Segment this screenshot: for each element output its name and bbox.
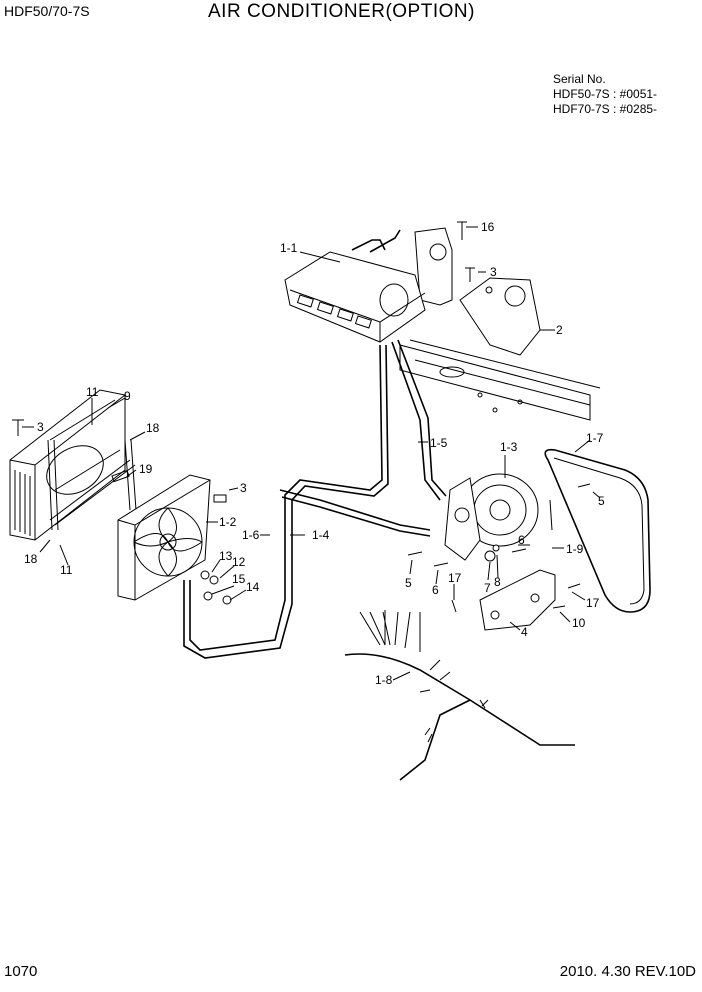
- callout-16: 16: [481, 220, 495, 234]
- bracket-2: [414, 227, 541, 356]
- callout-1-9: 1-9: [566, 542, 584, 556]
- callout-3: 3: [240, 481, 247, 495]
- callout-17: 17: [586, 596, 600, 610]
- callout-1-1: 1-1: [280, 241, 298, 255]
- callout-18: 18: [24, 552, 38, 566]
- serial-line: HDF70-7S : #0285-: [553, 102, 658, 116]
- callout-18: 18: [146, 421, 160, 435]
- callout-1-2: 1-2: [219, 515, 237, 529]
- serial-heading: Serial No.: [553, 72, 606, 86]
- serial-info: Serial No. HDF50-7S : #0051- HDF70-7S : …: [553, 72, 657, 117]
- callout-1-5: 1-5: [430, 436, 448, 450]
- page-number: 1070: [4, 963, 38, 980]
- callout-2: 2: [556, 323, 563, 337]
- fittings: [200, 494, 232, 605]
- callout-3: 3: [490, 265, 497, 279]
- condenser-fan: [117, 474, 211, 601]
- callout-3: 3: [37, 420, 44, 434]
- page-title: AIR CONDITIONER(OPTION): [208, 1, 475, 22]
- callout-6: 6: [432, 583, 439, 597]
- callout-11: 11: [60, 563, 73, 577]
- callout-14: 14: [246, 580, 260, 594]
- callout-6: 6: [518, 533, 525, 547]
- seal-strips: [47, 439, 137, 531]
- bolts: [12, 221, 591, 613]
- callout-1-7: 1-7: [586, 431, 604, 445]
- serial-line: HDF50-7S : #0051-: [553, 87, 658, 101]
- callout-11: 11: [86, 385, 99, 399]
- hose-lines: [183, 339, 447, 659]
- frame-plate: [399, 339, 601, 421]
- callout-4: 4: [521, 625, 528, 639]
- bracket-4: [479, 569, 556, 631]
- callout-1-3: 1-3: [500, 440, 518, 454]
- callout-10: 10: [572, 616, 586, 630]
- compressor: [444, 473, 539, 561]
- drive-belt: [544, 448, 651, 613]
- callout-1-8: 1-8: [375, 673, 393, 687]
- callout-9: 9: [124, 389, 131, 403]
- callout-13: 13: [219, 549, 233, 563]
- callout-5: 5: [598, 494, 605, 508]
- callout-5: 5: [405, 576, 412, 590]
- evaporator-unit: [284, 229, 426, 343]
- condenser-core: [9, 389, 126, 541]
- revision-date: 2010. 4.30 REV.10D: [559, 963, 696, 980]
- callout-7: 7: [484, 581, 491, 595]
- leader-lines: [22, 226, 601, 681]
- callout-17: 17: [448, 571, 462, 585]
- model-label: HDF50/70-7S: [4, 3, 90, 19]
- callout-12: 12: [232, 555, 246, 569]
- callout-15: 15: [232, 572, 246, 586]
- callout-1-4: 1-4: [312, 528, 330, 542]
- callout-1-6: 1-6: [242, 528, 260, 542]
- callout-19: 19: [139, 462, 153, 476]
- wire-harness: [344, 610, 575, 781]
- callout-labels: 1-1 16 3 2 11 9 3 18 19 3 1-2 1-5 1-3 1-…: [24, 220, 605, 687]
- callout-8: 8: [494, 575, 501, 589]
